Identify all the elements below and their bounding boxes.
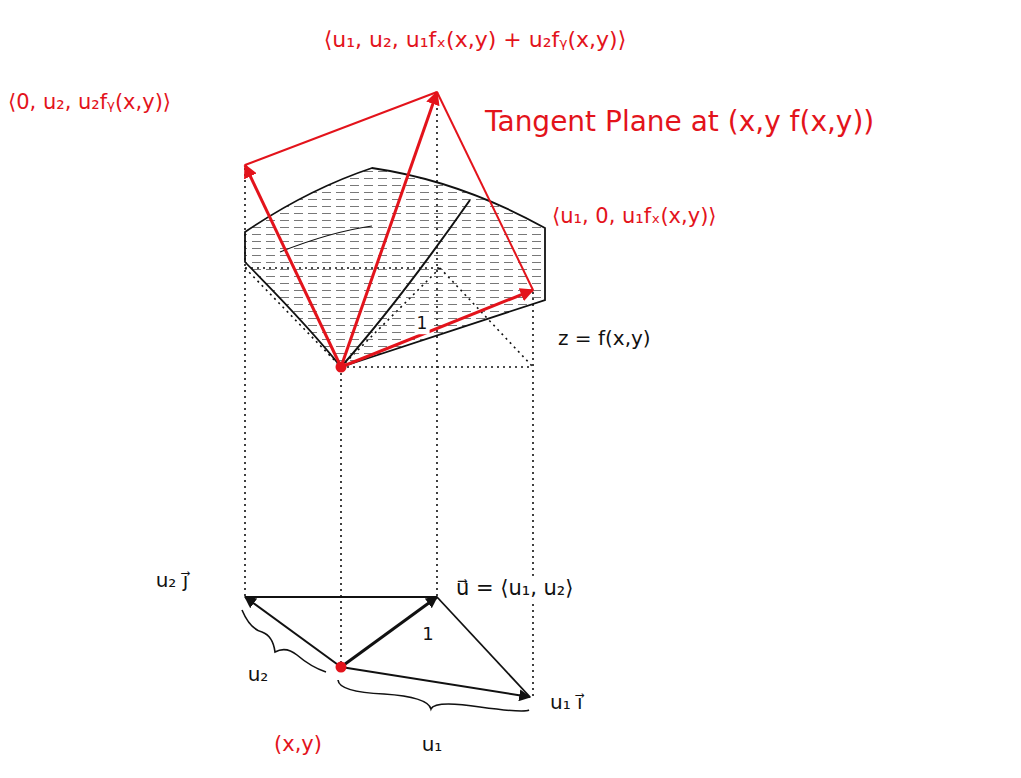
plane-edge bbox=[245, 92, 437, 165]
surface-label: z = f(x,y) bbox=[556, 327, 653, 350]
length-label: 1 bbox=[420, 624, 435, 645]
brace bbox=[338, 680, 529, 711]
plane-title: Tangent Plane at (x,y f(x,y)) bbox=[483, 106, 876, 138]
length-label: u₂ bbox=[246, 663, 271, 686]
tangent-vector bbox=[245, 165, 341, 367]
point-dot bbox=[336, 662, 347, 673]
surface bbox=[245, 168, 545, 367]
parallelogram-edge bbox=[437, 597, 530, 697]
parallelogram-edge bbox=[245, 596, 437, 598]
length-label: 1 bbox=[415, 314, 430, 334]
dotted-vertical bbox=[340, 367, 342, 667]
dotted-vertical bbox=[436, 96, 438, 597]
point-dot bbox=[336, 362, 347, 373]
base-vectors bbox=[242, 597, 530, 711]
dotted-vertical bbox=[532, 292, 534, 697]
tangent-vector bbox=[341, 92, 437, 367]
vector-label: u₁ i⃗ bbox=[548, 691, 585, 714]
tangent-vector bbox=[341, 290, 533, 367]
vector-label: u⃗ = ⟨u₁, u₂⟩ bbox=[454, 576, 575, 600]
vector-label: u₂ j⃗ bbox=[154, 569, 191, 592]
unit-vector bbox=[341, 597, 437, 667]
vector-label: ⟨0, u₂, u₂fᵧ(x,y)⟩ bbox=[6, 90, 173, 114]
vector-label: ⟨u₁, 0, u₁fₓ(x,y)⟩ bbox=[550, 204, 719, 228]
vector-label: ⟨u₁, u₂, u₁fₓ(x,y) + u₂fᵧ(x,y)⟩ bbox=[322, 27, 628, 52]
point-label: (x,y) bbox=[272, 732, 324, 756]
surface-curve bbox=[280, 226, 372, 252]
dotted-edge bbox=[341, 366, 533, 368]
length-label: u₁ bbox=[420, 733, 445, 756]
